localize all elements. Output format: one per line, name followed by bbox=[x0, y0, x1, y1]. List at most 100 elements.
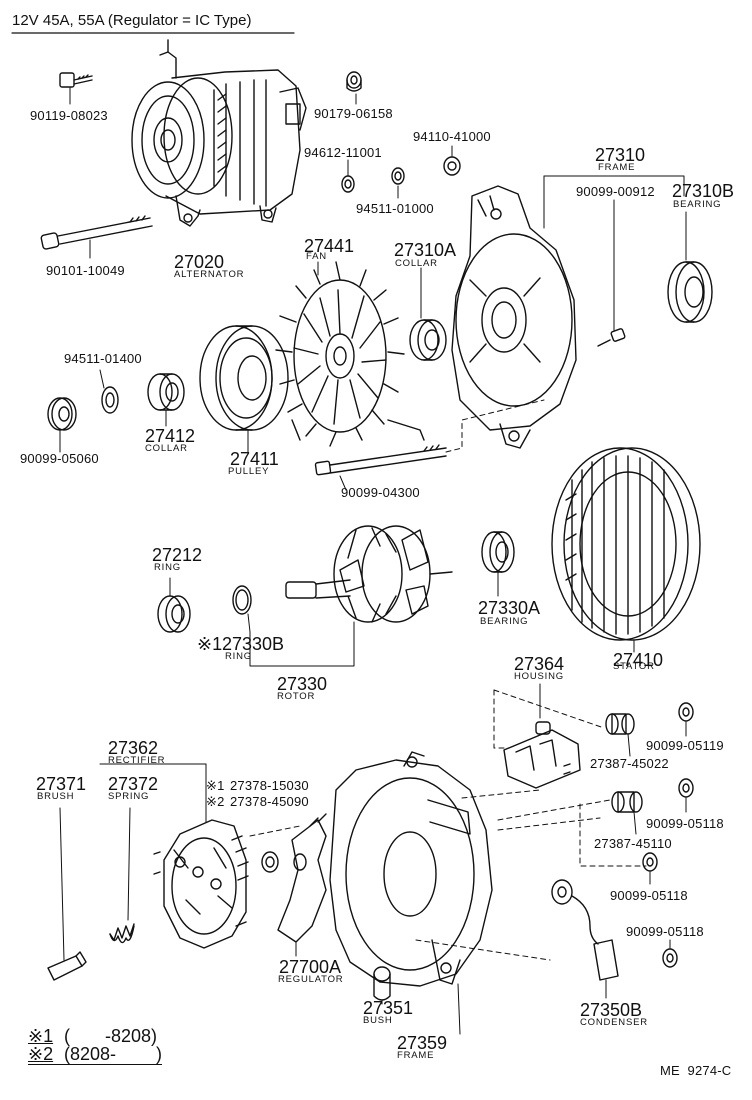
drive-end-frame-icon bbox=[451, 175, 577, 449]
part-name-27330a: BEARING bbox=[480, 616, 529, 627]
washer-94612-11001-icon bbox=[341, 159, 355, 193]
mark-27330b: ※1 bbox=[197, 634, 223, 654]
part-number-27378-45090: 27378-45090 bbox=[230, 794, 309, 809]
part-number-94110-41000: 94110-41000 bbox=[413, 129, 491, 144]
part-number-94511-01400: 94511-01400 bbox=[64, 351, 142, 366]
part-number-90099-04300: 90099-04300 bbox=[341, 485, 420, 500]
part-name-27362: RECTIFIER bbox=[108, 755, 166, 766]
nut-90099-05119-icon bbox=[678, 702, 694, 737]
part-name-27351: BUSH bbox=[363, 1015, 393, 1026]
bolt-90119-08023-icon bbox=[59, 72, 93, 105]
legend-range-2: (8208- ) bbox=[64, 1044, 163, 1064]
part-number-27412: 27412 bbox=[145, 426, 196, 446]
part-name-27310: FRAME bbox=[598, 162, 636, 173]
mark-27378-15030: ※1 bbox=[206, 778, 225, 793]
nut-90099-05118-c-icon bbox=[662, 939, 678, 968]
part-name-27411: PULLEY bbox=[228, 466, 270, 477]
part-number-27310b: 27310B bbox=[672, 181, 735, 201]
diagram-code: ME 9274-C bbox=[660, 1063, 732, 1078]
part-number-27351: 27351 bbox=[363, 998, 414, 1018]
part-name-27359: FRAME bbox=[397, 1050, 435, 1061]
part-name-27364: HOUSING bbox=[514, 671, 564, 682]
part-number-90179-06158: 90179-06158 bbox=[314, 106, 393, 121]
part-number-27020: 27020 bbox=[174, 252, 225, 272]
part-number-27387-45110: 27387-45110 bbox=[594, 836, 672, 851]
part-name-27310a: COLLAR bbox=[395, 258, 438, 269]
dashed-leaders-icon bbox=[249, 689, 647, 961]
bearing-27310b-icon bbox=[667, 211, 713, 323]
pulley-icon bbox=[199, 325, 289, 453]
collar-27310a-icon bbox=[409, 267, 447, 361]
part-number-90099-05118-b: 90099-05118 bbox=[610, 888, 688, 903]
rear-frame-icon bbox=[329, 751, 493, 1035]
legend-mark-1: ※1 bbox=[28, 1026, 54, 1046]
terminal-bolt-27387-45022-icon bbox=[605, 713, 635, 757]
part-number-27330b: 27330B bbox=[222, 634, 285, 654]
legend-mark-2: ※2 bbox=[28, 1044, 54, 1064]
part-number-90099-05118-a: 90099-05118 bbox=[646, 816, 724, 831]
housing-icon bbox=[503, 683, 581, 789]
nut-90179-06158-icon bbox=[346, 71, 362, 105]
washer-rectifier-icon bbox=[261, 851, 279, 873]
stator-icon bbox=[551, 447, 701, 653]
brush-icon bbox=[47, 807, 87, 981]
mark-27378-45090: ※2 bbox=[206, 794, 225, 809]
part-name-27410: STATOR bbox=[613, 661, 655, 672]
part-name-27330: ROTOR bbox=[277, 691, 316, 702]
part-number-90099-05060: 90099-05060 bbox=[20, 451, 99, 466]
washer-90099-05060-icon bbox=[47, 397, 77, 453]
part-name-27310b: BEARING bbox=[673, 199, 722, 210]
part-number-90099-00912: 90099-00912 bbox=[576, 184, 655, 199]
diagram-title: 12V 45A, 55A (Regulator = IC Type) bbox=[12, 12, 252, 29]
nut-90099-05118-a-icon bbox=[678, 778, 694, 813]
alternator-icon bbox=[131, 39, 307, 227]
legend-range-1: ( -8208) bbox=[64, 1026, 158, 1046]
collar-27412-icon bbox=[147, 373, 185, 427]
spring-icon bbox=[109, 807, 135, 944]
part-number-27330a: 27330A bbox=[478, 598, 541, 618]
part-number-27364: 27364 bbox=[514, 654, 565, 674]
through-bolt-90099-04300-icon bbox=[314, 399, 545, 491]
bush-icon bbox=[373, 966, 391, 1005]
part-number-90099-05118-c: 90099-05118 bbox=[626, 924, 704, 939]
part-number-27212: 27212 bbox=[152, 545, 203, 565]
part-name-27412: COLLAR bbox=[145, 443, 188, 454]
part-number-27410: 27410 bbox=[613, 650, 664, 670]
rotor-icon bbox=[249, 525, 453, 667]
nut-90099-05118-b-icon bbox=[642, 852, 658, 885]
part-number-27362: 27362 bbox=[108, 738, 159, 758]
screw-90099-00912-icon bbox=[597, 328, 626, 347]
part-number-90099-05119: 90099-05119 bbox=[646, 738, 724, 753]
part-name-27212: RING bbox=[154, 562, 181, 573]
part-number-27310: 27310 bbox=[595, 145, 646, 165]
part-name-27020: ALTERNATOR bbox=[174, 269, 245, 280]
part-name-27350b: CONDENSER bbox=[580, 1017, 648, 1028]
through-bolt-90101-10049-icon bbox=[40, 215, 153, 259]
washer-94511-01000-icon bbox=[391, 167, 405, 199]
ring-27212-icon bbox=[157, 577, 191, 633]
terminal-bolt-27387-45110-icon bbox=[611, 791, 643, 835]
part-number-27310a: 27310A bbox=[394, 240, 457, 260]
part-number-90101-10049: 90101-10049 bbox=[46, 263, 125, 278]
part-name-27371: BRUSH bbox=[37, 791, 75, 802]
part-name-27441: FAN bbox=[306, 251, 327, 262]
washer-94511-01400-icon bbox=[99, 369, 119, 414]
part-number-27372: 27372 bbox=[108, 774, 159, 794]
condenser-icon bbox=[551, 879, 619, 999]
fan-icon bbox=[275, 261, 425, 447]
rectifier-icon bbox=[99, 763, 249, 949]
part-number-27700a: 27700A bbox=[279, 957, 342, 977]
part-number-27350b: 27350B bbox=[580, 1000, 643, 1020]
bearing-27330a-icon bbox=[481, 531, 515, 597]
nut-94110-41000-icon bbox=[443, 145, 461, 176]
part-name-27700a: REGULATOR bbox=[278, 974, 344, 985]
ring-27330b-icon bbox=[232, 585, 252, 633]
part-number-27378-15030: 27378-15030 bbox=[230, 778, 309, 793]
regulator-icon bbox=[277, 813, 327, 957]
part-number-27359: 27359 bbox=[397, 1033, 448, 1053]
part-number-90119-08023: 90119-08023 bbox=[30, 108, 108, 123]
part-name-27330b: RING bbox=[225, 651, 252, 662]
part-number-27330: 27330 bbox=[277, 674, 328, 694]
